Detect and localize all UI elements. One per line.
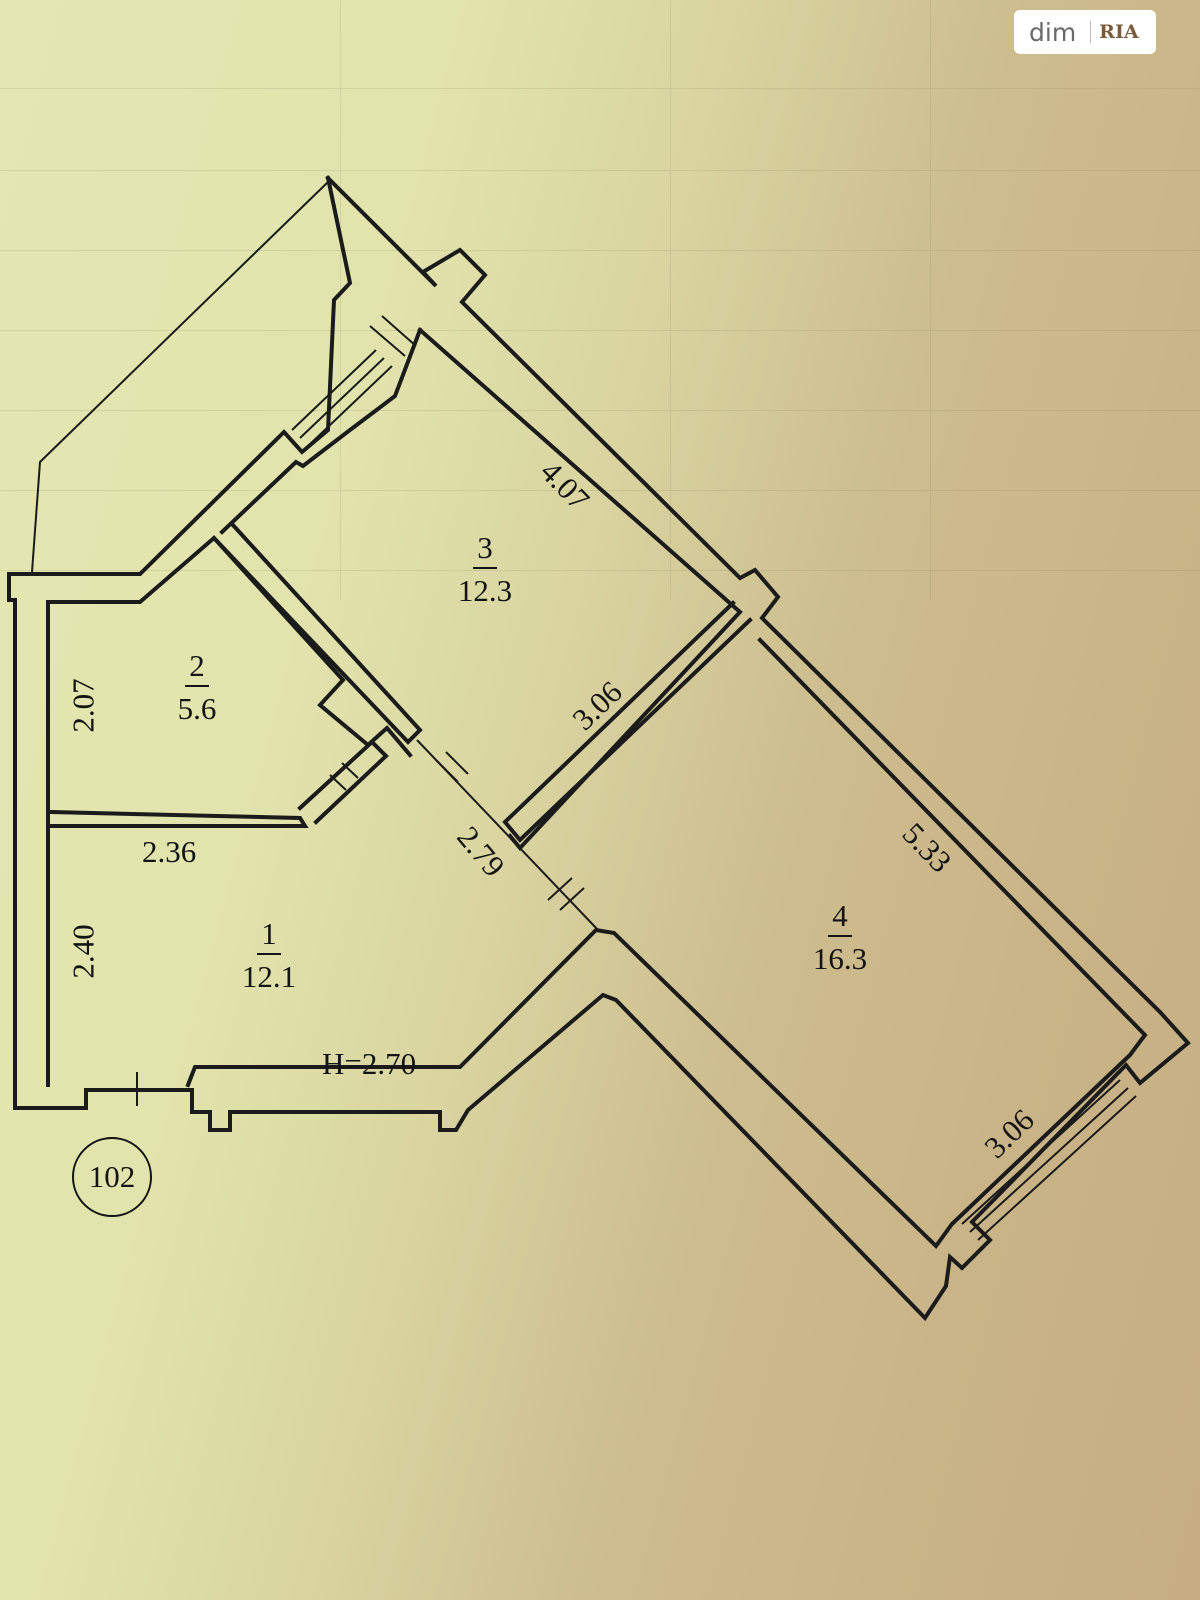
room-area: 16.3 — [812, 941, 868, 976]
room-4-label: 4 16.3 — [800, 900, 880, 974]
dimension-room2-height: 2.07 — [65, 678, 101, 733]
door-marks — [136, 739, 599, 1106]
logo-ria-text: RIA — [1090, 21, 1139, 43]
room-2-label: 2 5.6 — [162, 650, 232, 724]
room-area: 5.6 — [177, 691, 217, 726]
outer-wall-outline — [7, 175, 1191, 1322]
wall-rooms-1-2 — [49, 809, 309, 828]
logo-dim-text: dim — [1029, 17, 1077, 47]
wall-room-3-corridor — [211, 521, 423, 745]
room-area: 12.3 — [457, 573, 513, 608]
dimension-room1-height: 2.40 — [65, 924, 101, 979]
ceiling-height-label: H=2.70 — [322, 1046, 417, 1081]
inner-wall-room-3 — [219, 327, 423, 535]
dimension-room2-width: 2.36 — [142, 834, 197, 869]
room-1-label: 1 12.1 — [234, 918, 304, 992]
window-room-3 — [291, 315, 417, 447]
apartment-number-badge: 102 — [72, 1137, 152, 1217]
dimria-logo[interactable]: dim RIA — [1014, 10, 1156, 54]
room-number: 4 — [828, 900, 852, 937]
room-number: 1 — [257, 918, 281, 955]
inner-wall-left — [46, 535, 413, 1087]
room-area: 12.1 — [241, 959, 297, 994]
balcony-outline — [31, 181, 329, 573]
room-3-label: 3 12.3 — [450, 532, 520, 606]
room-number: 3 — [473, 532, 497, 569]
inner-wall-room-4 — [185, 637, 1148, 1250]
room-number: 2 — [185, 650, 209, 687]
wall-room-2-diagonal — [297, 739, 389, 825]
wall-rooms-3-4 — [502, 600, 753, 843]
window-room-4 — [961, 1079, 1137, 1241]
